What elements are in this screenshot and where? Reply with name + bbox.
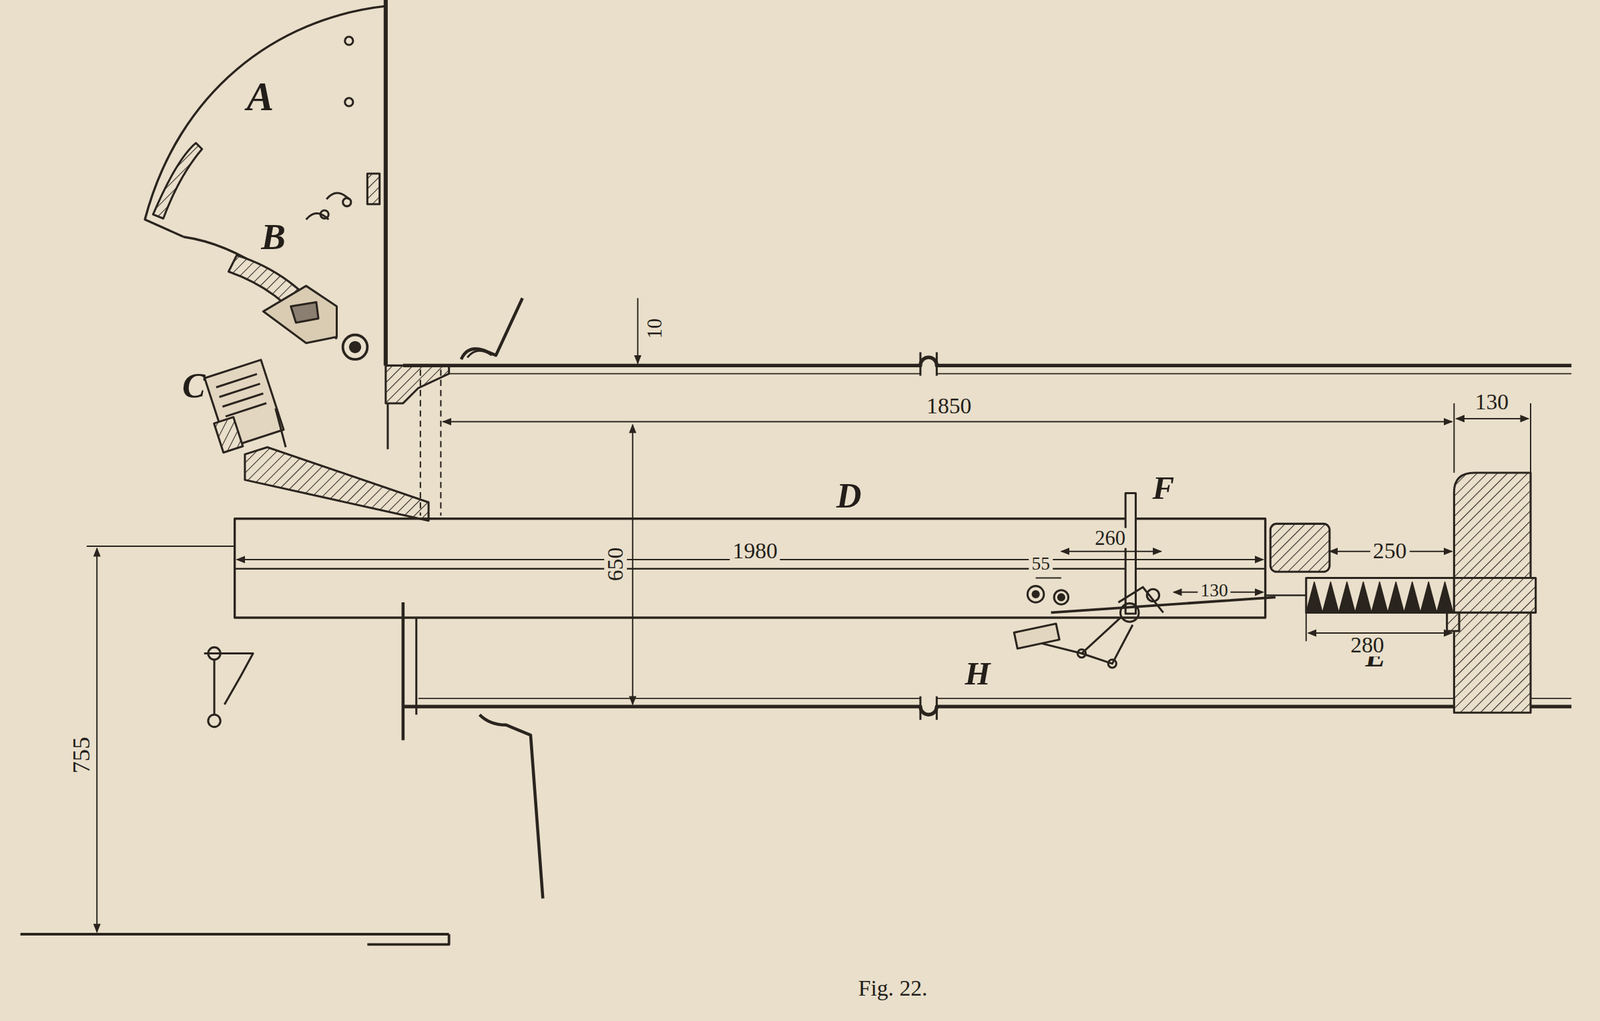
part-letter: H [964,656,990,690]
dimension: 55 [1029,554,1054,573]
dimension: 130 [1198,580,1231,600]
part-letter: C [182,368,206,404]
dimension: 1980 [730,540,781,563]
part-letter: A [246,76,274,118]
part-letter: B [260,218,286,255]
dimension: 260 [1092,527,1129,549]
part-letter: D [836,478,862,514]
dimension: 1850 [923,395,974,418]
part-letter: F [1152,471,1175,504]
dimension: 755 [69,734,95,777]
dimension: 250 [1370,540,1410,563]
dimension: 130 [1472,390,1512,414]
figure-caption: Fig. 22. [858,976,928,1000]
dimension: 280 [1347,633,1387,657]
dimension: 10 [644,315,666,342]
dimension: 650 [604,544,627,584]
